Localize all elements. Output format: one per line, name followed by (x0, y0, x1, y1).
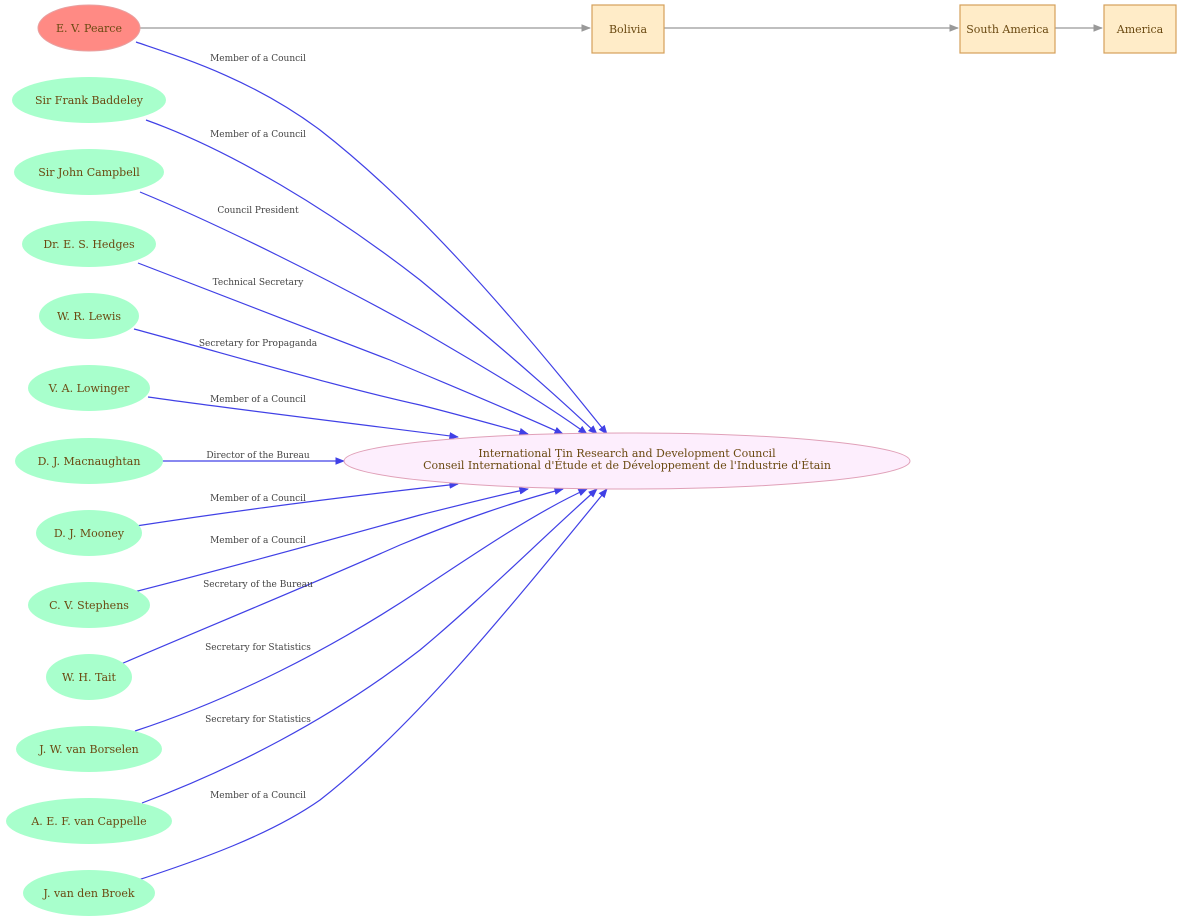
place-node-shape (959, 4, 1056, 54)
person-node-label: J. van den Broek (42, 887, 135, 900)
edges-layer (120, 24, 1103, 883)
person-node-shape (6, 798, 172, 844)
person-node-label: Dr. E. S. Hedges (43, 238, 135, 251)
relation-label: Secretary for Statistics (205, 643, 311, 653)
person-node[interactable]: C. V. Stephens (28, 582, 150, 628)
relation-label: Member of a Council (210, 130, 306, 140)
relation-label: Member of a Council (210, 536, 306, 546)
person-node[interactable]: J. van den Broek (23, 870, 155, 916)
person-node-label: E. V. Pearce (56, 22, 122, 35)
person-node[interactable]: D. J. Mooney (36, 510, 142, 556)
relation-edge (131, 488, 608, 883)
relation-label: Member of a Council (210, 494, 306, 504)
place-node-label: America (1116, 23, 1164, 36)
relation-edge (141, 488, 598, 804)
person-node-label: A. E. F. van Cappelle (30, 815, 146, 828)
place-node[interactable]: South America (959, 4, 1056, 54)
person-node-label: W. H. Tait (62, 671, 117, 684)
relation-label: Member of a Council (210, 791, 306, 801)
relation-edge (133, 328, 529, 436)
relation-edge (133, 487, 529, 593)
place-node-label: South America (966, 23, 1049, 36)
person-node[interactable]: W. H. Tait (46, 654, 132, 700)
relation-edge (137, 262, 564, 435)
person-node-shape (14, 149, 164, 195)
relation-edge (120, 487, 564, 665)
person-node-label: D. J. Mooney (54, 527, 125, 540)
nodes-layer: International Tin Research and Developme… (6, 4, 1177, 916)
relation-edge (139, 191, 588, 435)
person-node-shape (15, 438, 163, 484)
person-node-shape (16, 726, 162, 772)
center-node-label-fr: Conseil International d'Étude et de Déve… (423, 458, 831, 472)
center-node[interactable]: International Tin Research and Developme… (343, 432, 911, 490)
person-node-shape (28, 365, 150, 411)
person-node-shape (36, 510, 142, 556)
person-node-label: Sir John Campbell (38, 166, 140, 179)
person-node[interactable]: E. V. Pearce (37, 4, 141, 52)
person-node-label: V. A. Lowinger (48, 382, 130, 395)
person-node-shape (28, 582, 150, 628)
relation-edge (135, 481, 459, 527)
person-node-label: J. W. van Borselen (38, 743, 139, 756)
place-node-shape (1103, 4, 1177, 54)
person-node-shape (22, 221, 156, 267)
person-node[interactable]: V. A. Lowinger (28, 365, 150, 411)
person-node-label: D. J. Macnaughtan (38, 455, 141, 468)
person-node[interactable]: D. J. Macnaughtan (15, 438, 163, 484)
person-node-label: W. R. Lewis (57, 310, 121, 323)
person-node-shape (39, 293, 139, 339)
relation-label: Technical Secretary (213, 278, 305, 288)
place-node[interactable]: Bolivia (591, 4, 665, 54)
relation-edge (134, 488, 588, 732)
center-node-label-en: International Tin Research and Developme… (478, 447, 776, 460)
person-node-label: Sir Frank Baddeley (35, 94, 144, 107)
relation-label: Member of a Council (210, 395, 306, 405)
place-node[interactable]: America (1103, 4, 1177, 54)
person-node-shape (12, 77, 166, 123)
person-node-label: C. V. Stephens (49, 599, 129, 612)
place-node-shape (591, 4, 665, 54)
relation-edge (135, 41, 608, 435)
relation-edge (145, 119, 598, 435)
person-node[interactable]: J. W. van Borselen (16, 726, 162, 772)
relation-edge (147, 396, 459, 440)
relation-label: Council President (217, 206, 299, 216)
person-node-shape (46, 654, 132, 700)
person-node[interactable]: Sir John Campbell (14, 149, 164, 195)
person-node[interactable]: W. R. Lewis (39, 293, 139, 339)
relation-label: Member of a Council (210, 54, 306, 64)
person-node[interactable]: Sir Frank Baddeley (12, 77, 166, 123)
person-node[interactable]: Dr. E. S. Hedges (22, 221, 156, 267)
relation-label: Secretary for Statistics (205, 715, 311, 725)
relation-label: Director of the Bureau (206, 451, 310, 461)
relation-label: Secretary of the Bureau (203, 580, 313, 590)
relation-label: Secretary for Propaganda (199, 339, 318, 349)
person-node-shape (37, 4, 141, 52)
place-node-label: Bolivia (609, 23, 647, 36)
person-node[interactable]: A. E. F. van Cappelle (6, 798, 172, 844)
person-node-shape (23, 870, 155, 916)
